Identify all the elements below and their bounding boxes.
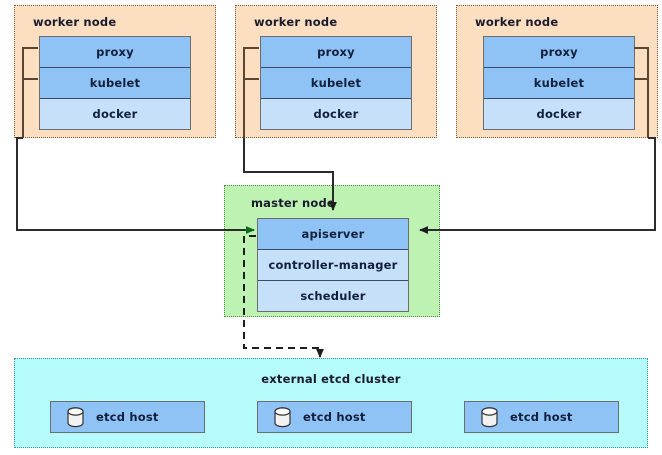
- component-proxy-1: proxy: [40, 37, 190, 68]
- database-cylinder-icon: [274, 406, 291, 427]
- component-proxy-2: proxy: [261, 37, 411, 68]
- component-apiserver: apiserver: [258, 219, 408, 250]
- worker-node-group-1: worker node proxy kubelet docker: [14, 5, 216, 138]
- worker-node-group-2: worker node proxy kubelet docker: [235, 5, 437, 138]
- component-proxy-3: proxy: [484, 37, 634, 68]
- component-controller-manager: controller-manager: [258, 250, 408, 281]
- wire-worker1-to-apiserver: [16, 137, 255, 234]
- etcd-host-label-2: etcd host: [303, 410, 366, 424]
- component-docker-3: docker: [484, 99, 634, 129]
- etcd-host-label-1: etcd host: [96, 410, 159, 424]
- master-component-stack: apiserver controller-manager scheduler: [257, 218, 409, 312]
- etcd-host-label-3: etcd host: [510, 410, 573, 424]
- master-node-group: master node apiserver controller-manager…: [224, 185, 440, 317]
- worker-component-stack-2: proxy kubelet docker: [260, 36, 412, 130]
- component-docker-1: docker: [40, 99, 190, 129]
- database-cylinder-icon: [481, 406, 498, 427]
- component-kubelet-2: kubelet: [261, 68, 411, 99]
- wire-worker3-to-apiserver: [419, 137, 656, 234]
- component-scheduler: scheduler: [258, 281, 408, 311]
- etcd-host-box-3: etcd host: [464, 401, 619, 433]
- master-node-label: master node: [251, 196, 335, 210]
- component-docker-2: docker: [261, 99, 411, 129]
- worker-node-label-3: worker node: [475, 15, 559, 29]
- etcd-host-box-1: etcd host: [50, 401, 205, 433]
- database-cylinder-icon: [67, 406, 84, 427]
- component-kubelet-1: kubelet: [40, 68, 190, 99]
- etcd-host-box-2: etcd host: [257, 401, 412, 433]
- worker-node-label-2: worker node: [254, 15, 338, 29]
- worker-component-stack-3: proxy kubelet docker: [483, 36, 635, 130]
- worker-component-stack-1: proxy kubelet docker: [39, 36, 191, 130]
- worker-node-label-1: worker node: [33, 15, 117, 29]
- component-kubelet-3: kubelet: [484, 68, 634, 99]
- etcd-cluster-label: external etcd cluster: [261, 372, 401, 386]
- worker-node-group-3: worker node proxy kubelet docker: [456, 5, 658, 138]
